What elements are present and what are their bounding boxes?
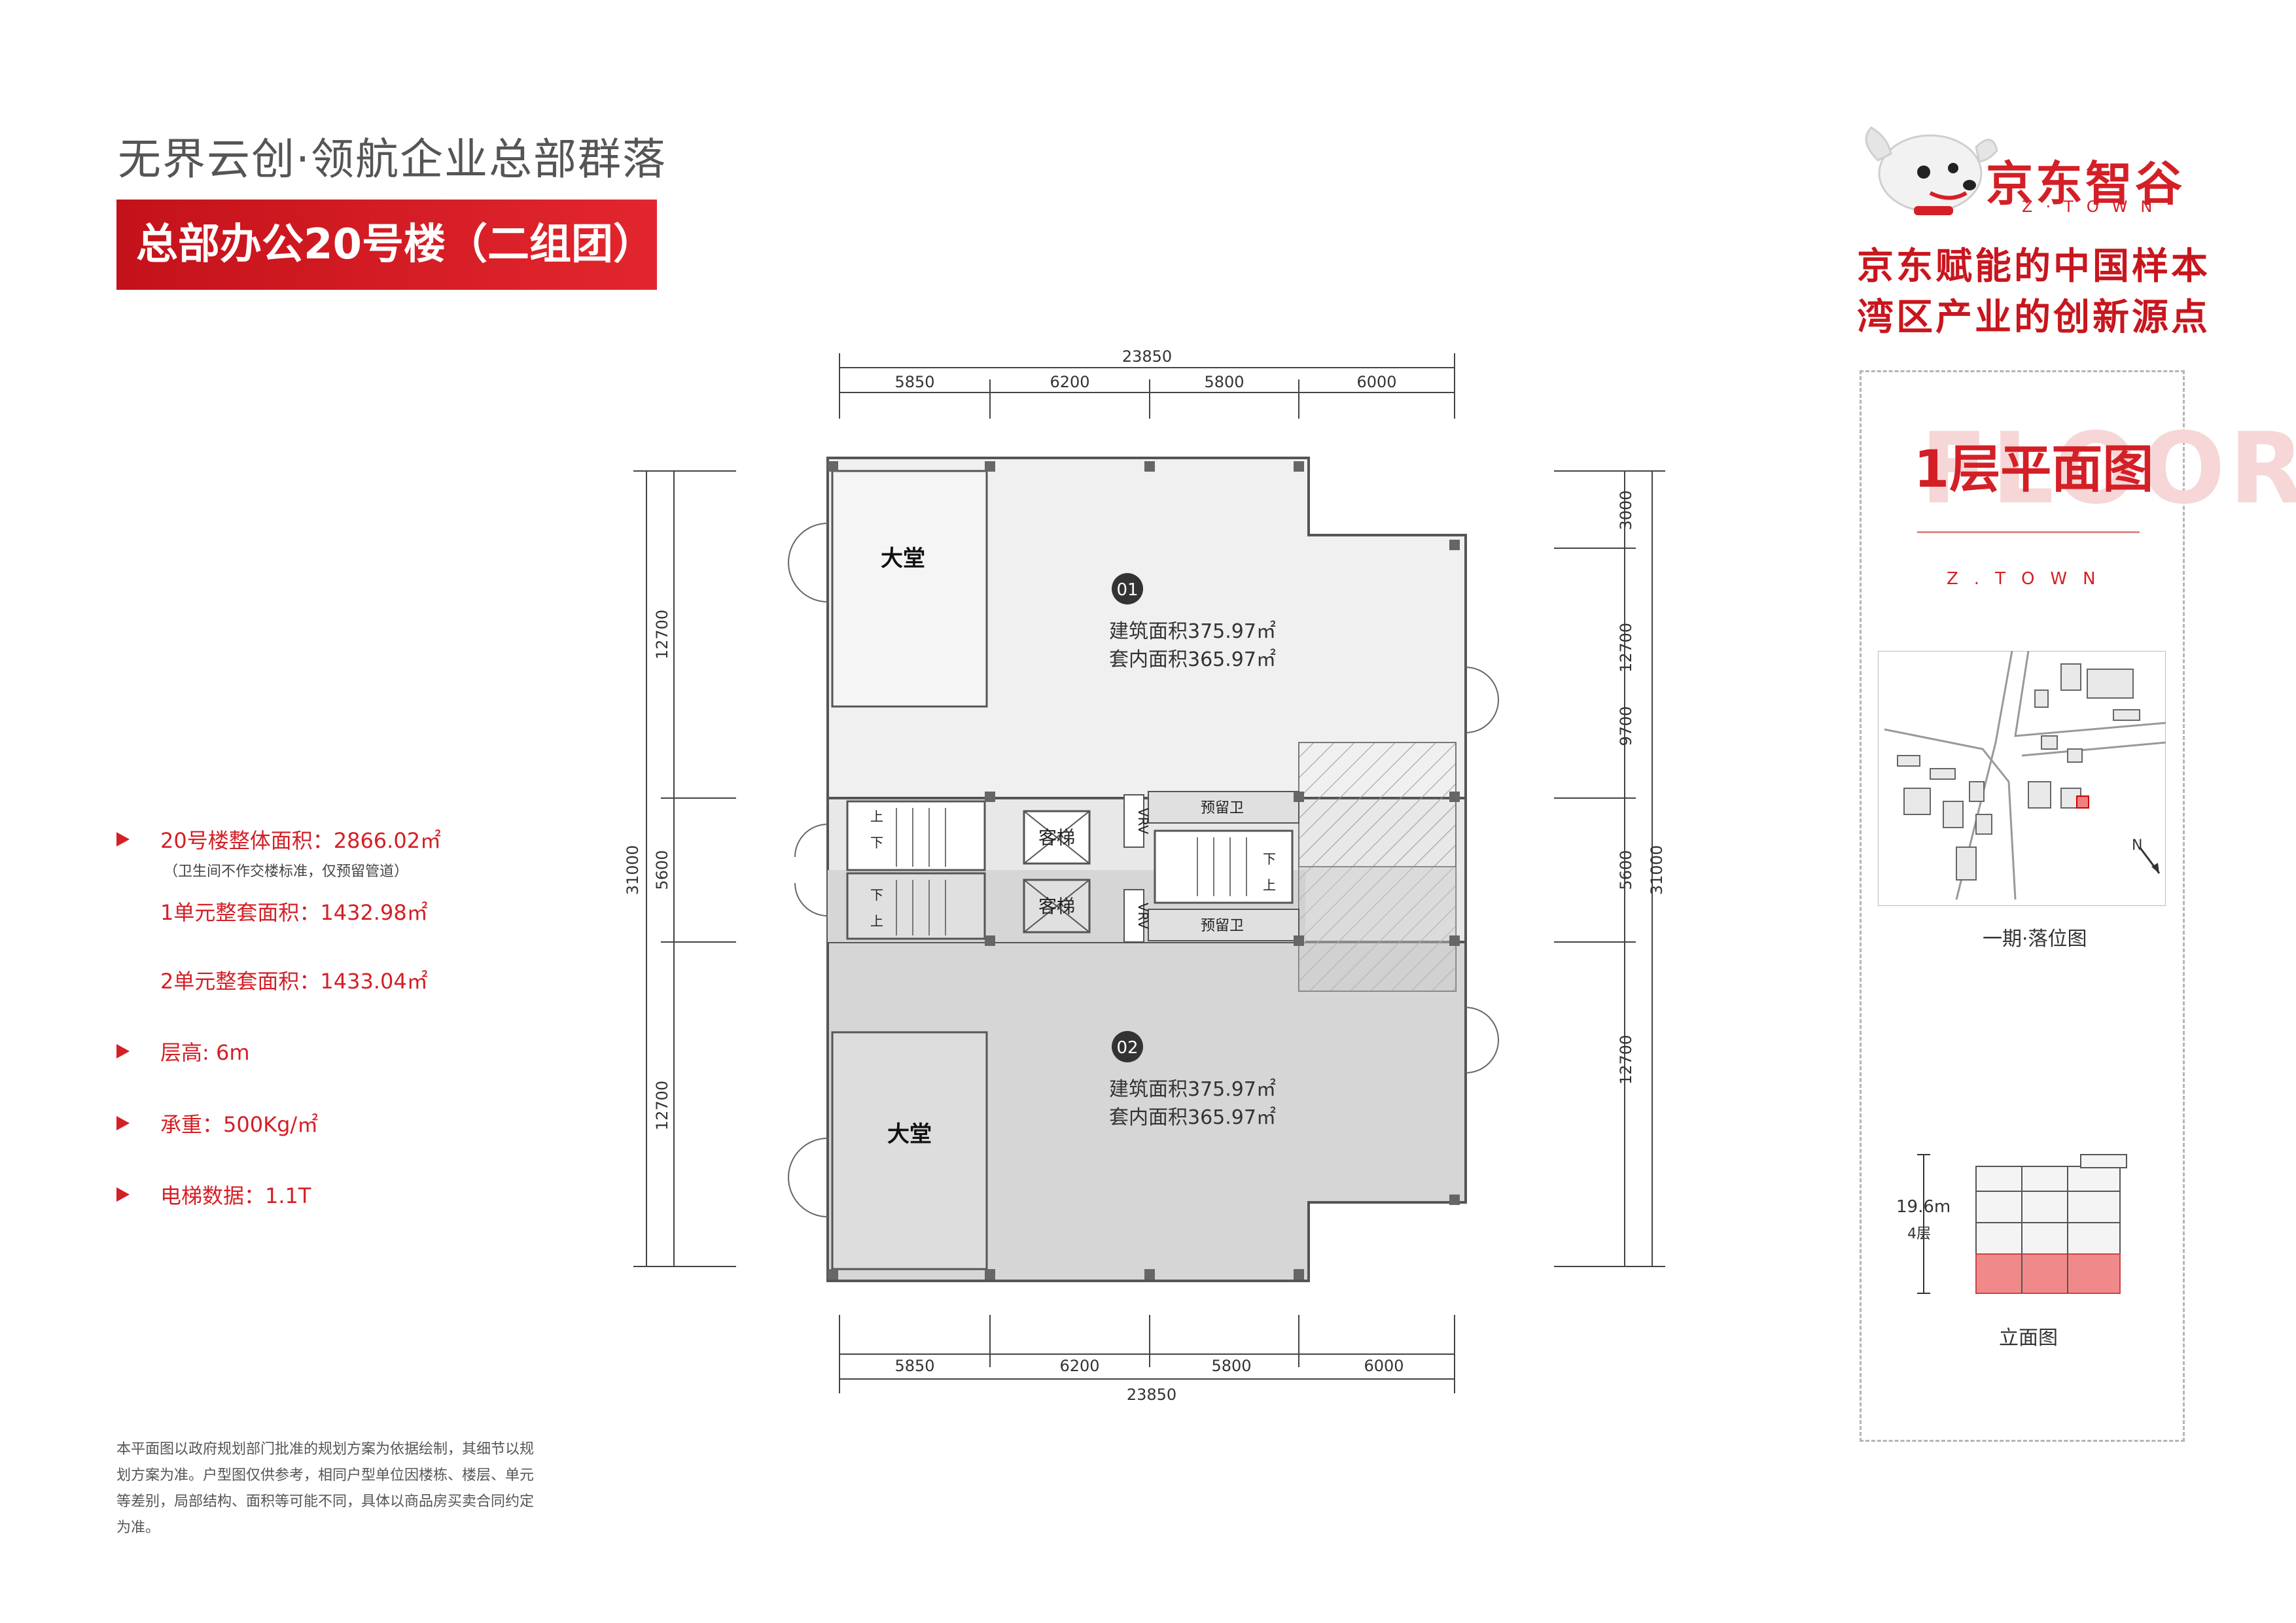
elevation-highlight-floor <box>1975 1253 2121 1294</box>
dim-right-seg: 5600 <box>1617 850 1635 890</box>
north-icon: N <box>2132 837 2142 854</box>
unit2-gross-area: 建筑面积375.97㎡ <box>1109 1078 1276 1101</box>
dim-left-seg: 5600 <box>653 850 671 890</box>
dim-bottom-total: 23850 <box>1127 1386 1176 1404</box>
dim-bottom-seg: 6000 <box>1364 1357 1404 1375</box>
unit2-net-area: 套内面积365.97㎡ <box>1109 1106 1276 1129</box>
stair-up-label: 上 <box>1263 877 1276 893</box>
dim-top-seg: 6200 <box>1050 373 1089 391</box>
dim-top-seg: 5800 <box>1204 373 1244 391</box>
dim-left-seg: 12700 <box>653 1081 671 1130</box>
vrv-label: VRV <box>1135 808 1151 834</box>
elevation-floors: 4层 <box>1907 1226 1931 1242</box>
dimension-top <box>839 353 1455 419</box>
reserved-wc-label: 预留卫 <box>1201 800 1244 816</box>
slogan-line-2: 湾区产业的创新源点 <box>1857 296 2210 339</box>
mascot-dog-icon <box>1865 126 1998 215</box>
bullet-arrow-icon <box>116 832 130 846</box>
dimension-bottom <box>839 1315 1455 1393</box>
dim-bottom-seg: 5850 <box>894 1357 934 1375</box>
floor-sub: Z.TOWN <box>1947 569 2111 589</box>
dim-top-total: 23850 <box>1122 347 1172 366</box>
dim-top-seg: 5850 <box>894 373 934 391</box>
lobby-label: 大堂 <box>881 546 925 572</box>
dim-left-seg: 12700 <box>653 610 671 659</box>
bullet-arrow-icon <box>116 1044 130 1058</box>
spec-load: 承重：500Kg/㎡ <box>160 1112 319 1137</box>
elevation-diagram <box>1917 1154 2127 1294</box>
dim-left-total: 31000 <box>624 845 642 895</box>
spec-floor-height: 层高: 6m <box>160 1040 250 1065</box>
dim-right-total: 31000 <box>1648 845 1666 895</box>
bullet-arrow-icon <box>116 1187 130 1202</box>
lobby-label: 大堂 <box>887 1121 932 1147</box>
stair-down-label: 下 <box>870 887 883 903</box>
stair-up-label: 上 <box>870 913 883 929</box>
dimension-left <box>633 470 736 1267</box>
dim-right-seg: 9700 <box>1617 706 1635 746</box>
info-panel <box>1860 370 2185 1442</box>
bullet-arrow-icon <box>116 1116 130 1130</box>
stair-down-label: 下 <box>870 835 883 850</box>
elevation-caption: 立面图 <box>1999 1327 2058 1350</box>
spec-elevator: 电梯数据：1.1T <box>160 1183 311 1208</box>
site-plan-caption: 一期·落位图 <box>1983 928 2087 951</box>
vrv-label: VRV <box>1135 903 1151 929</box>
stair-down-label: 下 <box>1263 851 1276 867</box>
unit1-gross-area: 建筑面积375.97㎡ <box>1109 620 1276 643</box>
elevator-label: 客梯 <box>1038 896 1075 917</box>
unit1-net-area: 套内面积365.97㎡ <box>1109 648 1276 671</box>
dimension-right <box>1554 470 1665 1267</box>
floor-watermark: FLOOR <box>1920 412 2296 526</box>
site-plan-map: N <box>1878 651 2166 906</box>
site-highlight-building <box>2076 795 2089 809</box>
building-title-banner: 总部办公20号楼（二组团） <box>116 200 657 290</box>
floor-plan-title: 1层平面图 <box>1914 440 2154 499</box>
dim-right-seg: 12700 <box>1617 623 1635 672</box>
elevation-height: 19.6m <box>1896 1197 1951 1217</box>
dim-bottom-seg: 5800 <box>1211 1357 1251 1375</box>
dim-top-seg: 6000 <box>1356 373 1396 391</box>
brand-name: 京东智谷 <box>1986 156 2185 211</box>
spec-unit2-area: 2单元整套面积：1433.04㎡ <box>160 969 428 994</box>
elevator-label: 客梯 <box>1038 827 1075 848</box>
headline: 无界云创·领航企业总部群落 <box>118 134 667 184</box>
brand-sub: Z·TOWN <box>2022 198 2166 216</box>
spec-unit1-area: 1单元整套面积：1432.98㎡ <box>160 900 428 925</box>
unit2-badge <box>1112 1031 1143 1062</box>
dim-right-seg: 12700 <box>1617 1035 1635 1085</box>
spec-total-area: 20号楼整体面积：2866.02㎡ <box>160 828 442 853</box>
reserved-wc-label: 预留卫 <box>1201 918 1244 934</box>
disclaimer: 本平面图以政府规划部门批准的规划方案为依据绘制，其细节以规划方案为准。户型图仅供… <box>116 1441 535 1536</box>
dim-bottom-seg: 6200 <box>1059 1357 1099 1375</box>
spec-total-note: （卫生间不作交楼标准，仅预留管道） <box>164 864 409 880</box>
unit1-badge-label: 01 <box>1116 580 1138 600</box>
stair-up-label: 上 <box>870 809 883 824</box>
slogan-line-1: 京东赋能的中国样本 <box>1857 245 2210 288</box>
unit1-badge <box>1112 573 1143 604</box>
dim-right-seg: 3000 <box>1617 490 1635 530</box>
title-divider <box>1917 531 2140 533</box>
unit2-badge-label: 02 <box>1116 1038 1138 1058</box>
building-footprint <box>788 457 1499 1282</box>
